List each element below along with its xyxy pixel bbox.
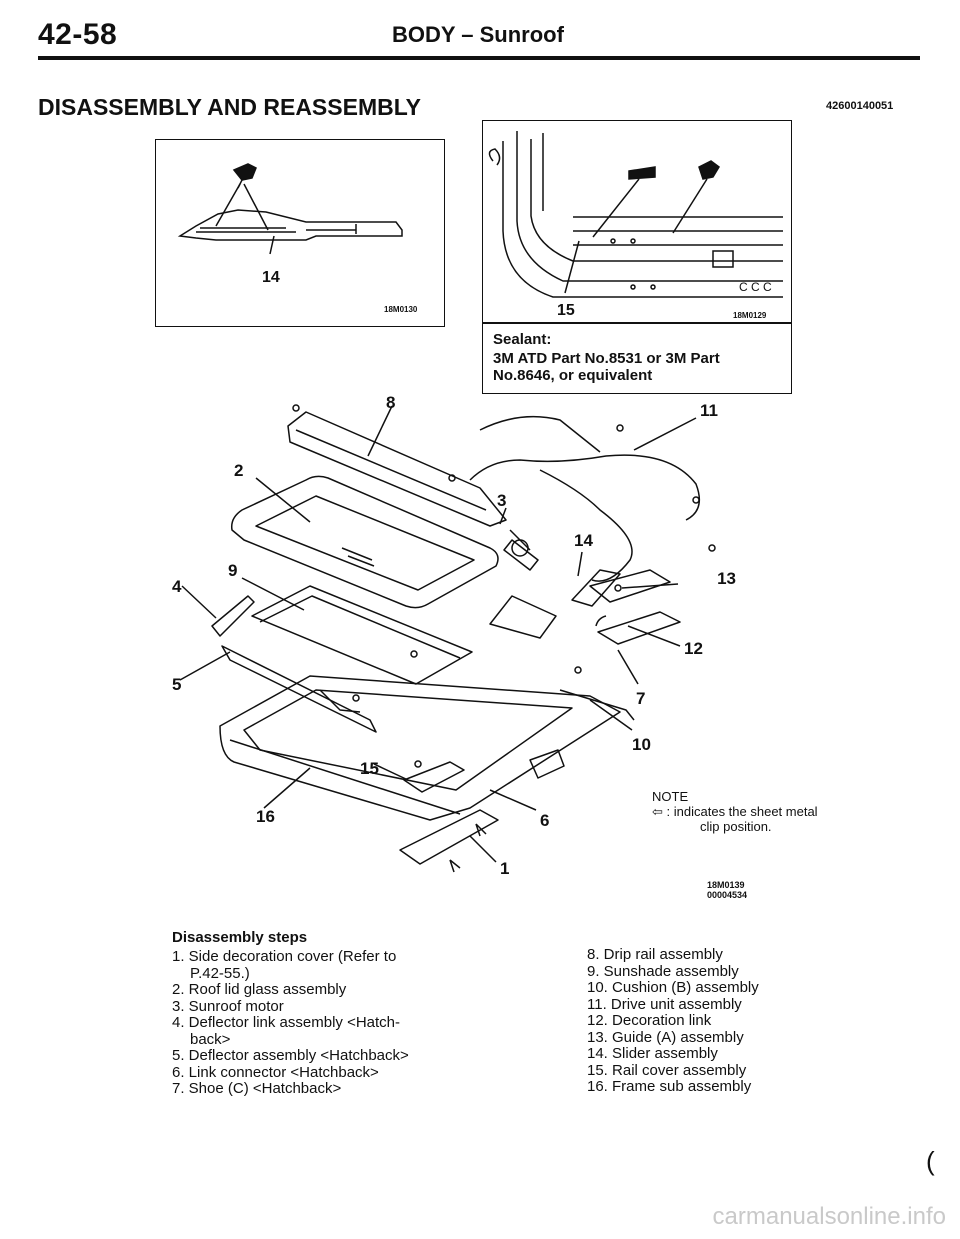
inset1-code: 18M0130 bbox=[384, 305, 418, 314]
note-text-line1: : indicates the sheet metal bbox=[666, 804, 818, 819]
rail-cover-inset-drawing: C C C 15 18M0129 bbox=[488, 131, 783, 320]
step-item: 15. Rail cover assembly bbox=[587, 1061, 747, 1079]
steps-list-left: 1. Side decoration cover (Refer to P.42-… bbox=[172, 948, 409, 1098]
step-item: 6. Link connector <Hatchback> bbox=[172, 1063, 379, 1081]
diagram-code: 00004534 bbox=[707, 890, 748, 900]
step-item: 7. Shoe (C) <Hatchback> bbox=[172, 1080, 342, 1097]
steps-list-right: 8. Drip rail assembly 9. Sunshade assemb… bbox=[587, 946, 759, 1096]
steps-title: Disassembly steps bbox=[172, 929, 308, 946]
callout-13: 13 bbox=[717, 569, 736, 588]
step-item: 14. Slider assembly bbox=[587, 1045, 718, 1062]
step-item: 4. Deflector link assembly <Hatch- bbox=[172, 1014, 401, 1031]
header-rule bbox=[38, 56, 920, 60]
step-item: 8. Drip rail assembly bbox=[587, 946, 723, 963]
header-title: BODY – Sunroof bbox=[392, 22, 564, 47]
exploded-view-drawing: 8 11 2 3 14 9 13 4 12 5 7 10 15 16 6 1 bbox=[172, 393, 736, 878]
callout-11: 11 bbox=[700, 401, 718, 420]
reference-code: 42600140051 bbox=[826, 100, 894, 112]
note-title: NOTE bbox=[652, 789, 689, 804]
slider-inset-drawing: 14 18M0130 bbox=[177, 163, 418, 314]
inset2-callout: 15 bbox=[557, 302, 575, 319]
inset1-callout: 14 bbox=[262, 269, 280, 286]
step-item: 9. Sunshade assembly bbox=[587, 962, 739, 980]
callout-7: 7 bbox=[636, 689, 645, 708]
step-item: 10. Cushion (B) assembly bbox=[587, 979, 759, 996]
diagram-codes: 18M0139 00004534 bbox=[707, 880, 747, 900]
inset-diagram-rail-cover: C C C 15 18M0129 Sealant: 3M ATD Part No… bbox=[482, 120, 792, 394]
sealant-spec: 3M ATD Part No.8531 or 3M Part No.8646, … bbox=[493, 350, 720, 384]
svg-text:C C C: C C C bbox=[739, 280, 772, 294]
clip-arrow-icon: ⇦ bbox=[652, 804, 663, 819]
inset-diagram-slider: 14 18M0130 bbox=[155, 139, 445, 327]
step-item: P.42-55.) bbox=[190, 964, 250, 982]
callout-16: 16 bbox=[256, 807, 275, 826]
callout-3: 3 bbox=[497, 491, 506, 510]
diagram-code: 18M0139 bbox=[707, 880, 745, 890]
step-item: 12. Decoration link bbox=[587, 1012, 712, 1029]
step-item: 3. Sunroof motor bbox=[172, 997, 284, 1015]
step-item: 5. Deflector assembly <Hatchback> bbox=[172, 1047, 409, 1064]
callout-1: 1 bbox=[500, 859, 509, 878]
margin-mark: ( bbox=[926, 1146, 935, 1176]
callout-15: 15 bbox=[360, 759, 379, 778]
callout-12: 12 bbox=[684, 639, 703, 658]
inset-divider bbox=[483, 322, 791, 324]
inset2-code: 18M0129 bbox=[733, 311, 767, 320]
step-item: 2. Roof lid glass assembly bbox=[172, 981, 347, 998]
callout-9: 9 bbox=[228, 561, 237, 580]
step-item: 11. Drive unit assembly bbox=[587, 995, 742, 1013]
callout-8: 8 bbox=[386, 393, 395, 412]
step-item: 13. Guide (A) assembly bbox=[587, 1028, 744, 1046]
sealant-label: Sealant: bbox=[493, 331, 552, 348]
callout-2: 2 bbox=[234, 461, 243, 480]
page-number: 42-58 bbox=[38, 18, 118, 51]
note-line: ⇦ : indicates the sheet metal bbox=[652, 804, 892, 819]
step-item: 16. Frame sub assembly bbox=[587, 1078, 752, 1095]
exploded-sunroof-diagram: 8 11 2 3 14 9 13 4 12 5 7 10 15 16 6 1 bbox=[160, 390, 740, 885]
watermark: carmanualsonline.info bbox=[712, 1203, 946, 1230]
section-title: DISASSEMBLY AND REASSEMBLY bbox=[38, 94, 421, 120]
step-item: 1. Side decoration cover (Refer to bbox=[172, 948, 397, 965]
callout-10: 10 bbox=[632, 735, 651, 754]
note-text-line2: clip position. bbox=[700, 819, 772, 834]
step-item: back> bbox=[190, 1030, 231, 1048]
callout-14: 14 bbox=[574, 531, 593, 550]
callout-4: 4 bbox=[172, 577, 182, 596]
note-block: NOTE ⇦ : indicates the sheet metal clip … bbox=[652, 789, 892, 834]
callout-5: 5 bbox=[172, 675, 181, 694]
callout-6: 6 bbox=[540, 811, 549, 830]
